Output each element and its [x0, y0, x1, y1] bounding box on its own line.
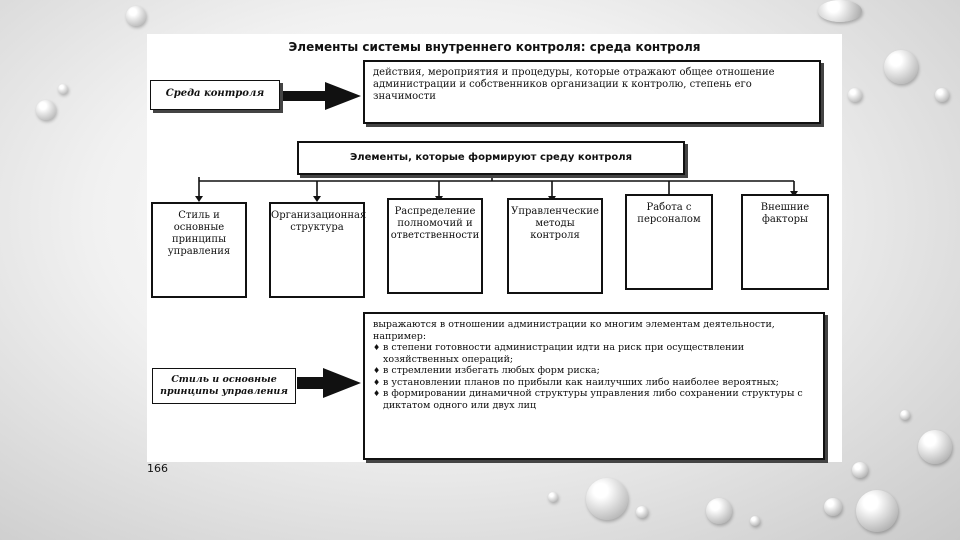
water-drop-decoration — [918, 430, 952, 464]
list-item: в стремлении избегать любых форм риска; — [373, 365, 815, 377]
water-drop-decoration — [884, 50, 918, 84]
details-bullet-list: в степени готовности администрации идти … — [373, 342, 815, 411]
list-item: в установлении планов по прибыли как наи… — [373, 377, 815, 389]
arrow-right-icon — [297, 368, 361, 398]
list-item: в формировании динамичной структуры упра… — [373, 388, 815, 411]
management-style-details: выражаются в отношении администрации ко … — [363, 312, 825, 460]
water-drop-decoration — [58, 84, 68, 94]
water-drop-decoration — [586, 478, 628, 520]
category-org-structure: Организационная структура — [269, 202, 365, 298]
water-drop-decoration — [900, 410, 910, 420]
scanned-page: Элементы системы внутреннего контроля: с… — [147, 34, 842, 462]
water-drop-decoration — [126, 6, 146, 26]
water-drop-decoration — [548, 492, 558, 502]
water-drop-decoration — [36, 100, 56, 120]
water-drop-decoration — [848, 88, 862, 102]
water-drop-decoration — [706, 498, 732, 524]
water-drop-decoration — [852, 462, 868, 478]
water-drop-decoration — [824, 498, 842, 516]
water-drop-decoration — [856, 490, 898, 532]
category-authority-distribution: Распределение полномочий и ответственнос… — [387, 198, 483, 294]
arrow-right-icon — [279, 82, 361, 110]
management-style-label: Стиль и основные принципы управления — [152, 368, 296, 404]
list-item: в степени готовности администрации идти … — [373, 342, 815, 365]
details-intro: выражаются в отношении администрации ко … — [373, 319, 815, 342]
water-drop-decoration — [818, 0, 862, 22]
water-drop-decoration — [935, 88, 949, 102]
elements-header-box: Элементы, которые формируют среду контро… — [297, 141, 685, 175]
category-personnel-work: Работа с персоналом — [625, 194, 713, 290]
category-management-style: Стиль и основные принципы управления — [151, 202, 247, 298]
page-number: 166 — [147, 462, 168, 475]
control-environment-description: действия, мероприятия и процедуры, котор… — [363, 60, 821, 124]
water-drop-decoration — [636, 506, 648, 518]
water-drop-decoration — [750, 516, 760, 526]
category-management-control-methods: Управленческие методы контроля — [507, 198, 603, 294]
control-environment-label: Среда контроля — [150, 80, 280, 110]
category-external-factors: Внешние факторы — [741, 194, 829, 290]
